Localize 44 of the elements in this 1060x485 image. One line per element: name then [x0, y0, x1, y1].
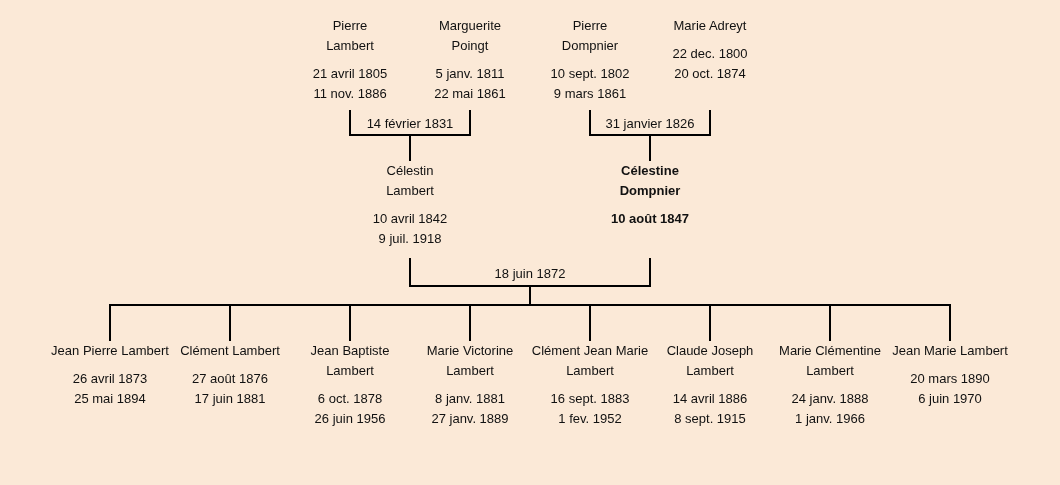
person-name: Jean Pierre Lambert: [51, 342, 169, 360]
person-name: Pierre Dompnier: [560, 17, 620, 55]
life-date: 14 avril 1886: [672, 390, 748, 408]
life-date: 25 mai 1894: [74, 390, 146, 408]
life-date: 26 juin 1956: [314, 410, 386, 428]
person-name: Marie Clémentine Lambert: [778, 342, 882, 380]
person-name: Jean Baptiste Lambert: [309, 342, 391, 380]
family-line: [409, 109, 471, 162]
person-name: Marguerite Poingt: [437, 17, 503, 55]
life-date: 9 mars 1861: [553, 85, 627, 103]
life-date: 22 dec. 1800: [672, 45, 748, 63]
life-date: 5 janv. 1811: [435, 65, 505, 83]
life-date: 10 sept. 1802: [550, 65, 630, 83]
life-date: 20 mars 1890: [910, 370, 990, 388]
life-date: 27 janv. 1889: [431, 410, 509, 428]
person-name: Pierre Lambert: [325, 17, 375, 55]
person-name: Clément Jean Marie Lambert: [531, 342, 649, 380]
life-date: 6 oct. 1878: [317, 390, 383, 408]
life-date: 1 fev. 1952: [558, 410, 622, 428]
life-date: 16 sept. 1883: [550, 390, 630, 408]
family-line: [529, 257, 951, 342]
person-name: Célestine Dompnier: [618, 162, 682, 200]
life-date: 8 janv. 1881: [435, 390, 505, 408]
life-date: 6 juin 1970: [918, 390, 982, 408]
person-name: Célestin Lambert: [385, 162, 435, 200]
life-date: 9 juil. 1918: [378, 230, 442, 248]
life-date: 1 janv. 1966: [795, 410, 865, 428]
family-line: [649, 109, 711, 162]
life-date: 21 avril 1805: [312, 65, 388, 83]
person-name: Clément Lambert: [180, 342, 280, 360]
life-date: 11 nov. 1886: [313, 85, 387, 103]
life-date: 10 avril 1842: [372, 210, 448, 228]
life-date: 24 janv. 1888: [791, 390, 869, 408]
life-date: 17 juin 1881: [194, 390, 266, 408]
life-date: 10 août 1847: [610, 210, 689, 228]
life-date: 26 avril 1873: [72, 370, 148, 388]
life-date: 27 août 1876: [192, 370, 268, 388]
life-date: 8 sept. 1915: [674, 410, 746, 428]
life-date: 20 oct. 1874: [674, 65, 746, 83]
person-name: Claude Joseph Lambert: [665, 342, 755, 380]
person-name: Jean Marie Lambert: [892, 342, 1008, 360]
person-name: Marie Adreyt: [673, 17, 747, 35]
person-name: Marie Victorine Lambert: [425, 342, 515, 380]
life-date: 22 mai 1861: [434, 85, 506, 103]
